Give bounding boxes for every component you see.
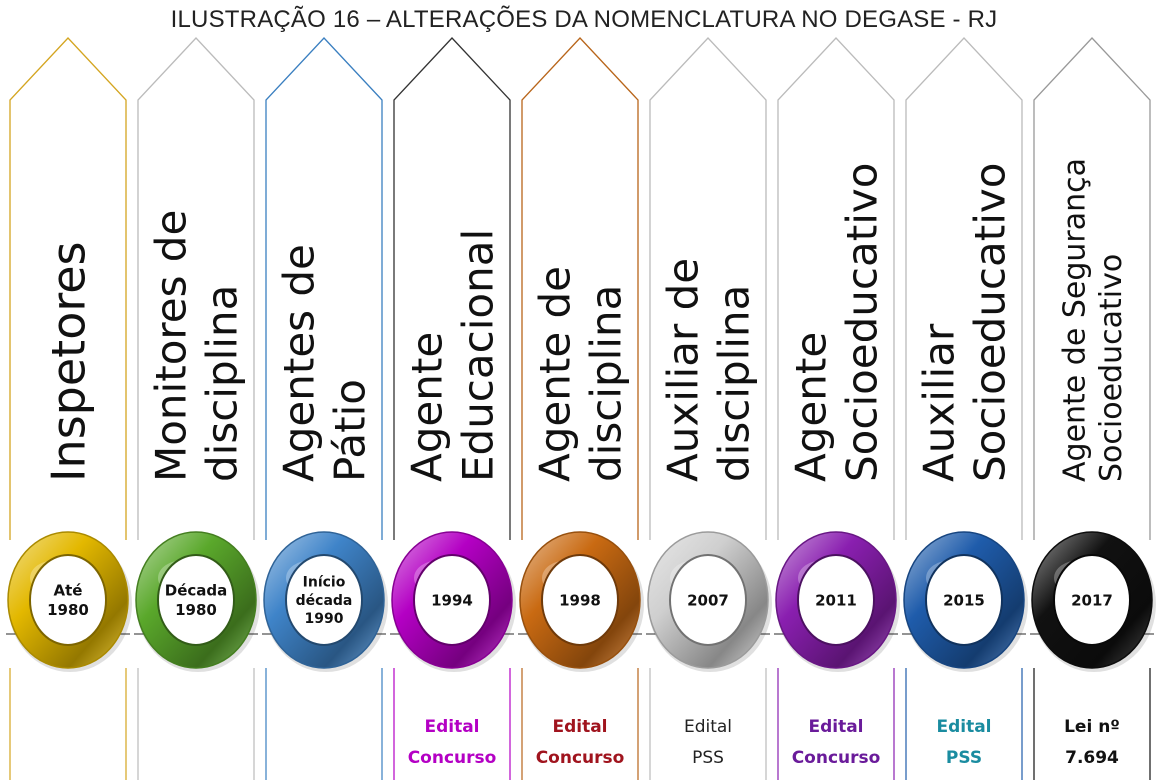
stage-name-line: Agente de Segurança	[1058, 158, 1093, 482]
stage-bottom-line: Edital	[552, 717, 607, 737]
stage-name-line: disciplina	[710, 285, 759, 482]
stage-name-line: disciplina	[198, 285, 247, 482]
stage-year-line: 2015	[943, 591, 985, 609]
stage-name-line: Agente	[403, 332, 452, 482]
stage-name-line: Agente de	[531, 266, 580, 482]
stage-year-line: 1990	[305, 611, 344, 627]
stage-bottom-line: Lei nº	[1064, 717, 1120, 737]
stage-ring: Início década 1990	[263, 531, 388, 672]
stage-bottom-line: Edital	[936, 717, 991, 737]
stage-name-line: Auxiliar de	[659, 258, 708, 482]
stage-bottom-line: PSS	[692, 748, 724, 768]
bottom-labels-layer: EditalConcursoEditalConcursoEditalPSSEdi…	[6, 633, 1154, 780]
stage-ring: 2017	[1031, 531, 1156, 672]
stage-name-line: Monitores de	[147, 210, 196, 482]
stage-year-line: 1980	[47, 601, 89, 619]
stage-ring: 2015	[903, 531, 1028, 672]
stage-name-line: Socioeducativo	[1094, 254, 1129, 482]
stage-year-line: 2007	[687, 591, 729, 609]
stage-name-line: Socioeducativo	[966, 163, 1015, 482]
stage-year-line: Década	[165, 582, 228, 600]
stage-name-line: Agentes de	[275, 244, 324, 482]
stage-arrow: Inspetores	[9, 37, 127, 540]
stage-name-line: Pátio	[326, 379, 375, 482]
stage-year-line: 1980	[175, 601, 217, 619]
stage-ring: 1994	[391, 531, 516, 672]
stage-name-line: Inspetores	[42, 241, 96, 482]
stage-bottom-line: Concurso	[792, 748, 881, 768]
stage-bottom-line: Concurso	[536, 748, 625, 768]
stage-ring: 1998	[519, 531, 644, 672]
stage-name-line: Socioeducativo	[838, 163, 887, 482]
stage-bottom-line: Edital	[684, 717, 732, 737]
stage-year-line: 2017	[1071, 591, 1113, 609]
stage-year-line: Até	[54, 582, 83, 600]
stage-year-line: década	[296, 593, 353, 609]
stage-name-line: Agente	[787, 332, 836, 482]
stage-bottom-line: Edital	[808, 717, 863, 737]
stage-ring: 2007	[647, 531, 772, 672]
page-title: ILUSTRAÇÃO 16 – ALTERAÇÕES DA NOMENCLATU…	[170, 6, 998, 33]
stage-name-line: Educacional	[454, 229, 503, 482]
stage-bottom-line: PSS	[946, 748, 982, 768]
stage-bottom-box: Lei nº 7.694	[1030, 633, 1154, 780]
stage-bottom-line: 7.694	[1065, 748, 1119, 768]
stage-year-line: 1998	[559, 591, 601, 609]
stage-bottom-line: Edital	[424, 717, 479, 737]
stage-name: Inspetores	[42, 241, 96, 482]
stage-year-line: 1994	[431, 591, 473, 609]
stage-ring: 2011	[775, 531, 900, 672]
stage-year-line: Início	[303, 575, 346, 591]
stage-name-line: disciplina	[582, 285, 631, 482]
stage-name-line: Auxiliar	[915, 323, 964, 482]
stage-year-line: 2011	[815, 591, 857, 609]
stage-bottom-line: Concurso	[408, 748, 497, 768]
